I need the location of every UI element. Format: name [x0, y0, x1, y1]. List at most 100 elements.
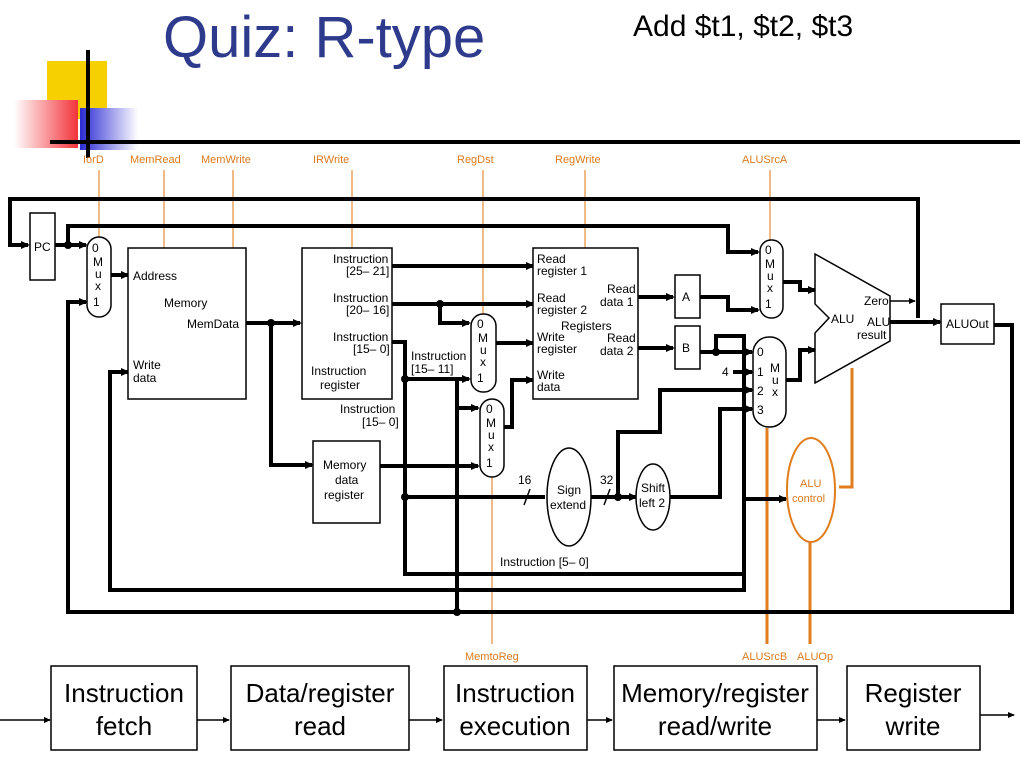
b-label: B [682, 341, 690, 355]
mux-label: 3 [757, 403, 764, 417]
memory-name-label: Memory [164, 296, 207, 310]
regs-label: data 1 [600, 295, 634, 309]
ir-label: [20– 16] [346, 303, 389, 317]
regs-label: Read [607, 331, 636, 345]
decorative-squares [0, 0, 1020, 160]
regs-label: register 2 [537, 303, 587, 317]
control-label-iord: IorD [83, 154, 104, 166]
alu-control-label: control [792, 493, 825, 505]
sign-extend-label: Sign [557, 483, 581, 497]
memory-data-label: data [133, 371, 157, 385]
stage-instruction-execution [443, 665, 588, 751]
instruction-register [301, 247, 393, 400]
constant-four-label: 4 [722, 365, 729, 379]
alu-result-label: result [857, 328, 887, 342]
ir-name-label: Instruction [311, 364, 366, 378]
regs-label: Read [607, 282, 636, 296]
ir-label: Instruction [333, 252, 388, 266]
memtoreg-mux [479, 398, 505, 478]
stage-instruction-fetch [50, 665, 198, 751]
mux-label: u [95, 267, 102, 281]
stage-memory-register-read-write [613, 665, 818, 751]
stage-label: Instruction [455, 678, 575, 708]
regs-label: register [537, 342, 577, 356]
ir-label: [15– 0] [353, 342, 390, 356]
mux-label: 1 [757, 365, 764, 379]
wire-label: Instruction [411, 349, 466, 363]
memory-memdata-label: MemData [187, 317, 239, 331]
slide-subtitle: Add $t1, $t2, $t3 [633, 10, 854, 43]
mux-label: M [93, 255, 103, 269]
control-label-aluop: ALUOp [797, 651, 833, 663]
control-label-regdst: RegDst [457, 154, 494, 166]
sign-extend-label: extend [550, 498, 586, 512]
mux-label: 1 [765, 297, 772, 311]
aluout-label: ALUOut [946, 317, 989, 331]
shift-left-2 [635, 463, 671, 531]
mux-label: 1 [486, 456, 493, 470]
mux-label: 0 [92, 241, 99, 255]
iord-mux [86, 236, 112, 318]
wire-label: Instruction [340, 402, 395, 416]
stage-label: write [885, 711, 941, 741]
stage-data-register-read [230, 665, 410, 751]
mux-label: u [772, 373, 779, 387]
control-label-alusrcb: ALUSrcB [742, 651, 787, 663]
alu-control-label: ALU [800, 478, 821, 490]
control-label-alusrca: ALUSrcA [742, 154, 788, 166]
mux-label: x [488, 440, 494, 454]
regs-label: data [537, 380, 561, 394]
control-label-memwrite: MemWrite [201, 154, 251, 166]
stage-label: fetch [96, 711, 152, 741]
wire-junctions [64, 241, 720, 616]
stage-label: Data/register [246, 678, 395, 708]
mux-label: u [480, 343, 487, 357]
mux-label: 0 [486, 402, 493, 416]
mux-label: 0 [757, 345, 764, 359]
mux-label: x [767, 281, 773, 295]
mux-label: x [480, 355, 486, 369]
alu-label: ALU [831, 312, 854, 326]
mdr-label: data [335, 473, 359, 487]
shift-label: left 2 [639, 496, 665, 510]
ir-name-label: register [320, 378, 360, 392]
control-lines [98, 170, 854, 644]
stage-register-write [846, 665, 981, 751]
ir-label: Instruction [333, 330, 388, 344]
stage-label: Register [865, 678, 962, 708]
alu-zero-label: Zero [864, 294, 889, 308]
b-register [674, 325, 701, 370]
mux-label: x [95, 279, 101, 293]
regs-label: Write [537, 330, 565, 344]
mux-label: u [767, 269, 774, 283]
stage-row: Instruction fetch Data/register read Ins… [0, 665, 1015, 751]
aluout-register [940, 303, 995, 345]
ir-label: [25– 21] [346, 264, 389, 278]
a-register [674, 274, 701, 319]
regs-label: Write [537, 368, 565, 382]
wire-width-label: 16 [518, 473, 532, 487]
mux-label: M [486, 416, 496, 430]
control-label-irwrite: IRWrite [313, 154, 349, 166]
data-wires [8, 197, 1014, 614]
mux-label: 1 [93, 295, 100, 309]
alusrca-mux [759, 239, 784, 319]
regdst-mux [470, 313, 497, 393]
memory-address-label: Address [133, 269, 177, 283]
mux-label: M [770, 361, 780, 375]
memory-data-register [312, 440, 381, 524]
pc-register [29, 212, 56, 281]
mux-label: x [772, 385, 778, 399]
regs-label: register 1 [537, 264, 587, 278]
ir-label: Instruction [333, 291, 388, 305]
mux-label: 0 [765, 243, 772, 257]
pc-label: PC [34, 240, 51, 254]
memory-block [127, 247, 247, 400]
stage-label: read/write [658, 711, 772, 741]
wire-label: [15– 11] [411, 362, 453, 376]
mux-label: 2 [757, 384, 764, 398]
alu-control [786, 437, 836, 543]
regs-label: data 2 [600, 344, 634, 358]
mdr-label: register [324, 488, 364, 502]
